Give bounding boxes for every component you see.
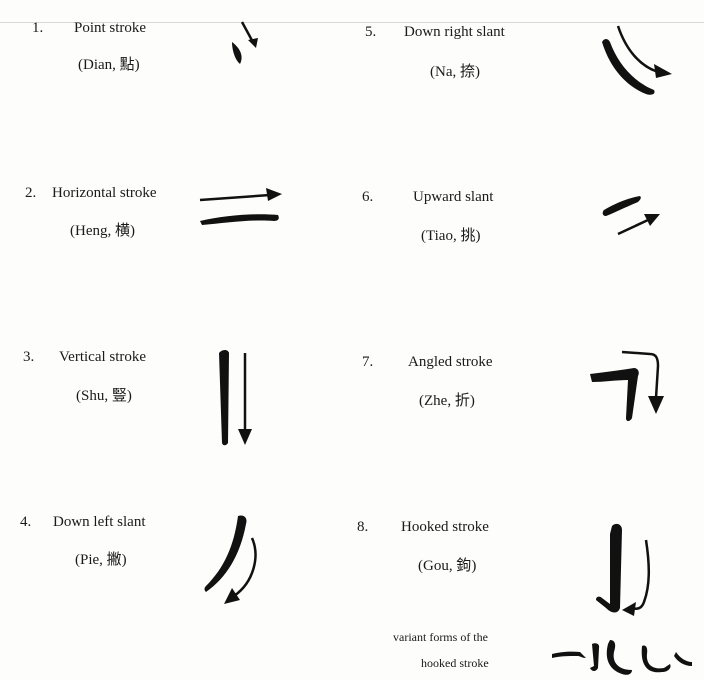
stroke-name: Vertical stroke [59, 349, 146, 366]
stroke-pinyin: (Shu, 豎) [76, 384, 132, 405]
stroke-number: 6. [362, 189, 373, 206]
stroke-number: 3. [23, 349, 34, 366]
stroke-number: 7. [362, 354, 373, 371]
stroke-pinyin: (Dian, 點) [78, 53, 140, 74]
upward-slant-icon [600, 190, 666, 240]
horizontal-stroke-icon [196, 185, 288, 233]
variant-caption-line1: variant forms of the [393, 630, 488, 645]
stroke-pinyin: (Tiao, 挑) [421, 224, 480, 245]
stroke-number: 8. [357, 519, 368, 536]
stroke-number: 5. [365, 24, 376, 41]
hooked-stroke-variants-icon [546, 634, 696, 678]
angled-stroke-icon [586, 346, 670, 426]
stroke-name: Horizontal stroke [52, 185, 157, 202]
stroke-pinyin: (Gou, 鉤) [418, 554, 476, 575]
stroke-pinyin: (Zhe, 折) [419, 389, 475, 410]
stroke-pinyin: (Na, 捺) [430, 60, 480, 81]
hooked-stroke-icon [592, 520, 662, 620]
stroke-name: Hooked stroke [401, 519, 489, 536]
stroke-name: Down right slant [404, 24, 505, 41]
down-left-slant-icon [198, 512, 274, 608]
stroke-number: 4. [20, 514, 31, 531]
stroke-name: Down left slant [53, 514, 145, 531]
vertical-stroke-icon [214, 347, 258, 449]
stroke-name: Upward slant [413, 189, 493, 206]
stroke-name: Angled stroke [408, 354, 493, 371]
stroke-pinyin: (Heng, 横) [70, 219, 135, 240]
point-stroke-icon [222, 20, 272, 70]
stroke-pinyin: (Pie, 撇) [75, 548, 127, 569]
variant-caption-line2: hooked stroke [421, 656, 489, 671]
stroke-number: 1. [32, 20, 43, 37]
stroke-number: 2. [25, 185, 36, 202]
down-right-slant-icon [596, 24, 676, 98]
stroke-name: Point stroke [74, 20, 146, 37]
